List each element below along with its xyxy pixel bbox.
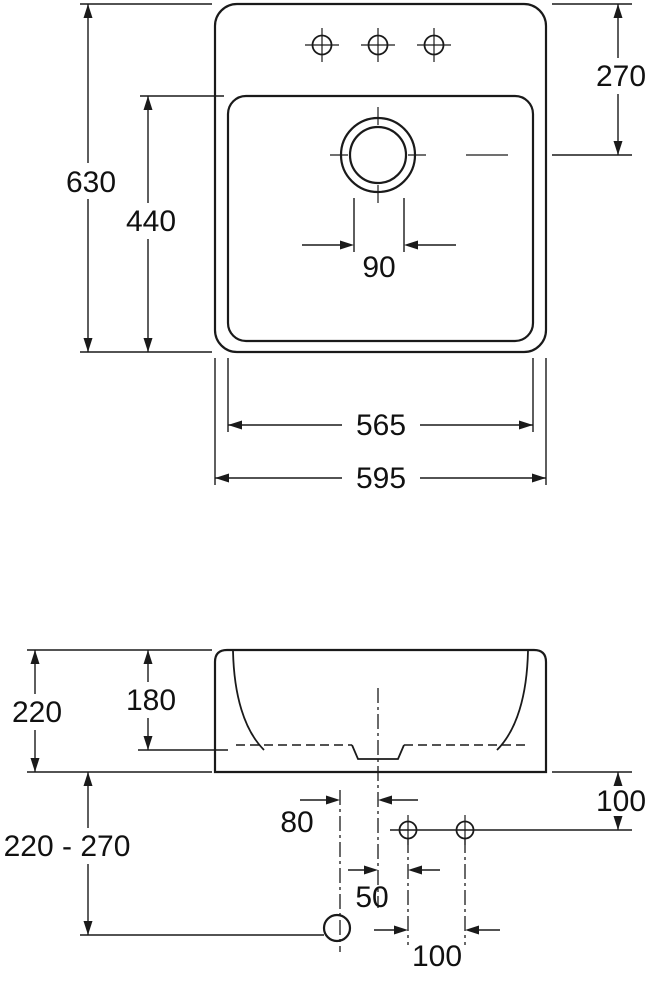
dim-label-drain-diameter: 90 [362,251,395,284]
basin-wall-right [496,650,529,751]
dimension-overall-height: 220 [12,649,212,773]
sink-front-outline [213,648,548,774]
dim-label-hole-offset: 50 [355,881,388,914]
arrowhead [532,473,546,483]
basin-wall-left [232,650,265,751]
arrowhead [465,925,479,935]
arrowhead [613,816,623,830]
arrowhead [228,420,242,430]
arrowhead [30,650,40,664]
drain-outer-circle [339,116,417,194]
dimension-drain-diameter: 90 [302,198,456,284]
dimension-drain-from-top: 270 [552,3,646,156]
arrowhead [30,758,40,772]
drain-hole [330,107,508,203]
dim-label-trap-height-range: 220 - 270 [4,830,131,863]
front-view: 220 180 100 [4,648,646,973]
dim-label-trap-offset: 80 [280,806,313,839]
dim-label-overall-height: 220 [12,696,62,729]
tap-hole-center [361,28,395,62]
dim-label-basin-width: 565 [356,409,406,442]
basin-edge [226,94,535,343]
arrowhead [83,921,93,935]
dim-label-hole-spacing: 100 [412,940,462,973]
dim-label-overall-width: 595 [356,462,406,495]
arrowhead [143,96,153,110]
dimension-overall-depth: 630 [66,3,212,353]
arrowhead [83,4,93,18]
dimension-basin-depth: 440 [126,95,224,352]
drain-inner-circle [348,125,408,185]
dimension-overall-width: 595 [214,358,547,495]
arrowhead [364,865,378,875]
dimension-hole-spacing: 100 [374,838,500,973]
arrowhead [340,240,354,250]
dimension-trap-offset: 80 [280,795,418,839]
arrowhead [613,772,623,786]
arrowhead [83,772,93,786]
sink-outer-edge [213,2,548,354]
tap-hole-left [305,28,339,62]
arrowhead [519,420,533,430]
dim-label-overall-depth: 630 [66,166,116,199]
arrowhead [143,736,153,750]
arrowhead [143,338,153,352]
dim-label-drain-from-top: 270 [596,60,646,93]
arrowhead [408,865,422,875]
arrowhead [404,240,418,250]
dimension-trap-height-range: 220 - 270 [4,772,324,936]
arrowhead [143,650,153,664]
arrowhead [83,338,93,352]
tap-hole-right [417,28,451,62]
arrowhead [394,925,408,935]
dim-label-basin-depth: 440 [126,205,176,238]
dimension-basin-width: 565 [227,358,534,442]
dim-label-holes-below-rim: 100 [596,785,646,818]
dim-label-basin-inner-depth: 180 [126,684,176,717]
trap-outlet-circle [322,913,352,943]
arrowhead [215,473,229,483]
arrowhead [378,795,392,805]
dimension-holes-below-rim: 100 [390,771,646,831]
arrowhead [613,141,623,155]
arrowhead [613,4,623,18]
dimension-hole-offset: 50 [348,865,440,914]
dimension-basin-inner-depth: 180 [126,650,228,751]
arrowhead [326,795,340,805]
top-view: 630 440 270 90 [66,2,646,495]
